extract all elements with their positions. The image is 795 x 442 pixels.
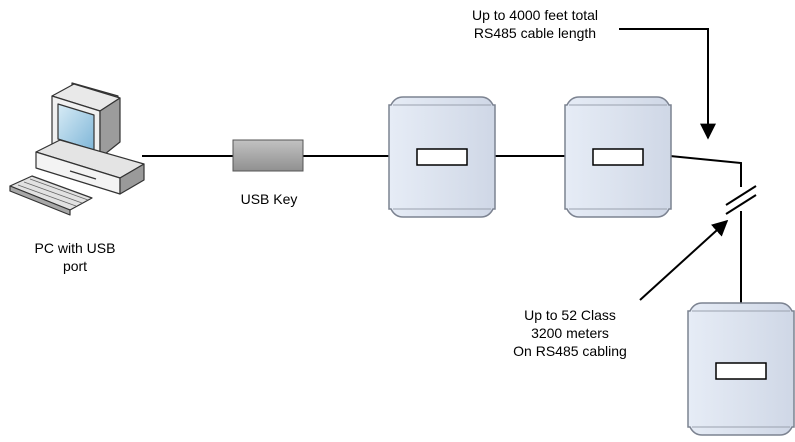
meter-count-note: Up to 52 Class 3200 meters On RS485 cabl…: [495, 306, 645, 360]
cable-length-arrow: [619, 28, 716, 140]
meter-to-break-cable: [669, 155, 742, 187]
usb-key-label: USB Key: [240, 191, 298, 207]
meter-icon: [564, 96, 672, 218]
cable-length-note-line-1: Up to 4000 feet total: [471, 7, 599, 23]
meter-icon: [687, 302, 795, 436]
pc-label-line-2: port: [62, 258, 88, 274]
meter-count-arrow: [639, 219, 729, 301]
cable-length-note: Up to 4000 feet total RS485 cable length: [445, 6, 625, 42]
meter-count-note-line-3: On RS485 cabling: [513, 343, 627, 359]
meter-icon: [388, 96, 496, 218]
cable-length-note-line-2: RS485 cable length: [473, 25, 597, 41]
rs485-cable: [142, 155, 742, 303]
cable-break-symbol: [725, 185, 757, 215]
pc-label: PC with USB port: [20, 239, 130, 275]
meter-count-note-line-2: 3200 meters: [531, 325, 609, 341]
meter-count-note-line-1: Up to 52 Class: [524, 307, 616, 323]
usb-key-icon: [232, 139, 304, 172]
pc-label-line-1: PC with USB: [34, 240, 116, 256]
desktop-pc-icon: [9, 82, 145, 216]
